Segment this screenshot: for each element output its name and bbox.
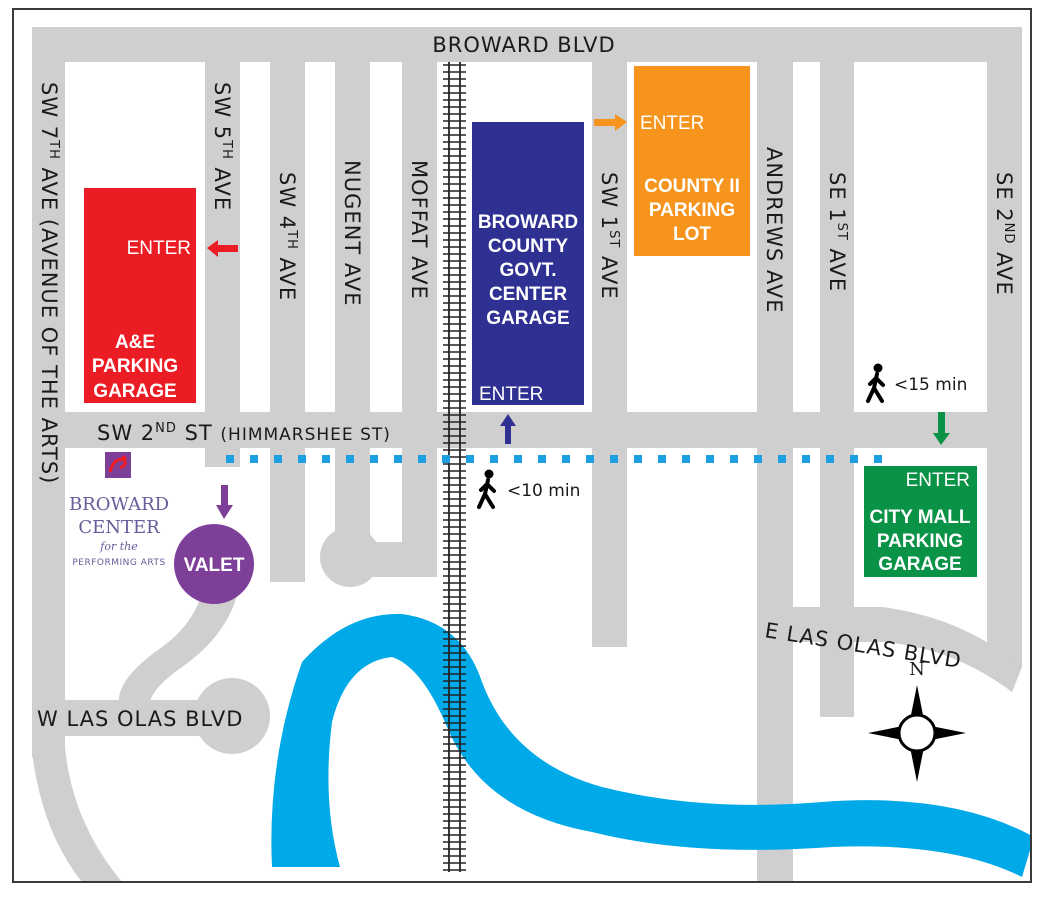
map-canvas: ENTER A&E PARKING GARAGE BROWARD COUNTY … (32, 27, 1030, 881)
city-mall-name-line2: PARKING (877, 531, 963, 552)
street-moffat-ave: MOFFAT AVE (407, 160, 431, 300)
road-cul-de-sac-las-olas (194, 678, 270, 754)
compass-north-label: N (909, 659, 925, 680)
valet-label: VALET (184, 555, 245, 576)
street-sw-5th-ave: SW 5TH AVE (210, 82, 234, 211)
street-andrews-ave: ANDREWS AVE (762, 147, 786, 314)
road-sw-4th-ave (270, 27, 305, 582)
ae-name-line2: PARKING (92, 356, 178, 377)
ae-name-line1: A&E (115, 332, 155, 353)
road-sw-7th-curve (32, 747, 122, 881)
street-nugent-ave: NUGENT AVE (340, 160, 364, 307)
county-ii-enter-arrow-icon (594, 114, 627, 131)
venue-name-line2: CENTER (78, 517, 160, 538)
street-sw-2nd-st: SW 2ND ST (HIMMARSHEE ST) (97, 421, 391, 445)
street-broward-blvd: BROWARD BLVD (432, 33, 615, 57)
roads (32, 27, 1022, 881)
ae-enter-label: ENTER (127, 238, 191, 259)
compass-rose-icon: N (868, 659, 966, 782)
road-sw-2nd-st (32, 412, 1022, 448)
road-nugent-stub (342, 542, 437, 577)
bcg-name-line3: GOVT. (499, 260, 556, 281)
ae-name-line3: GARAGE (93, 381, 176, 402)
street-w-las-olas: W LAS OLAS BLVD (37, 707, 243, 731)
road-andrews-ave (757, 27, 793, 881)
county-ii-name-line1: COUNTY II (644, 176, 740, 197)
bcg-enter-arrow-icon (500, 414, 516, 444)
road-broward-blvd (32, 27, 1022, 62)
walker-icon (866, 363, 885, 403)
city-mall-name-line1: CITY MALL (870, 507, 971, 528)
venue-name-line3: for the (99, 540, 138, 553)
road-sw-7th-ave (32, 27, 65, 757)
county-ii-name-line2: PARKING (649, 200, 735, 221)
street-se-2nd-ave: SE 2ND AVE (992, 172, 1016, 296)
walk-route (226, 455, 882, 463)
parking-map: ENTER A&E PARKING GARAGE BROWARD COUNTY … (12, 8, 1032, 883)
street-se-1st-ave: SE 1ST AVE (825, 172, 849, 292)
road-se-2nd-ave (987, 27, 1022, 667)
bcg-name-line1: BROWARD (478, 212, 578, 233)
venue-name-line4: PERFORMING ARTS (72, 558, 165, 568)
road-nugent-ave (335, 27, 370, 572)
city-mall-name-line3: GARAGE (878, 554, 961, 575)
valet-arrow-icon (216, 485, 233, 519)
street-sw-7th-ave: SW 7TH AVE (AVENUE OF THE ARTS) (37, 82, 61, 484)
county-ii-enter-label: ENTER (640, 113, 704, 134)
street-sw-1st-ave: SW 1ST AVE (597, 172, 621, 300)
city-mall-enter-arrow-icon (933, 412, 950, 445)
river (271, 613, 1030, 877)
city-mall-enter-label: ENTER (906, 470, 970, 491)
city-mall-parking-garage[interactable]: ENTER CITY MALL PARKING GARAGE (864, 466, 977, 577)
county-ii-parking-lot[interactable]: ENTER COUNTY II PARKING LOT (634, 66, 750, 256)
ae-parking-garage[interactable]: ENTER A&E PARKING GARAGE (84, 188, 196, 403)
road-valet-drive (118, 582, 240, 707)
walk-time-far: <15 min (894, 375, 967, 395)
road-e-las-olas (757, 607, 1022, 692)
walk-time-near: <10 min (507, 481, 580, 501)
railroad-track (443, 62, 466, 872)
valet-station[interactable]: VALET (174, 524, 254, 604)
road-moffat-ave (402, 27, 437, 572)
walker-icon (477, 469, 496, 509)
road-sw-1st-ave (592, 27, 627, 647)
county-ii-name-line3: LOT (673, 224, 711, 245)
ae-enter-arrow-icon (207, 240, 238, 257)
road-se-1st-ave (820, 27, 854, 717)
street-sw-4th-ave: SW 4TH AVE (275, 172, 299, 301)
bcg-enter-label: ENTER (479, 384, 543, 405)
venue-name-line1: BROWARD (69, 494, 169, 515)
broward-county-govt-center-garage[interactable]: BROWARD COUNTY GOVT. CENTER GARAGE ENTER (472, 122, 584, 405)
broward-center-logo-icon (105, 452, 131, 478)
bcg-name-line2: COUNTY (488, 236, 569, 257)
bcg-name-line5: GARAGE (486, 308, 569, 329)
bcg-name-line4: CENTER (489, 284, 567, 305)
